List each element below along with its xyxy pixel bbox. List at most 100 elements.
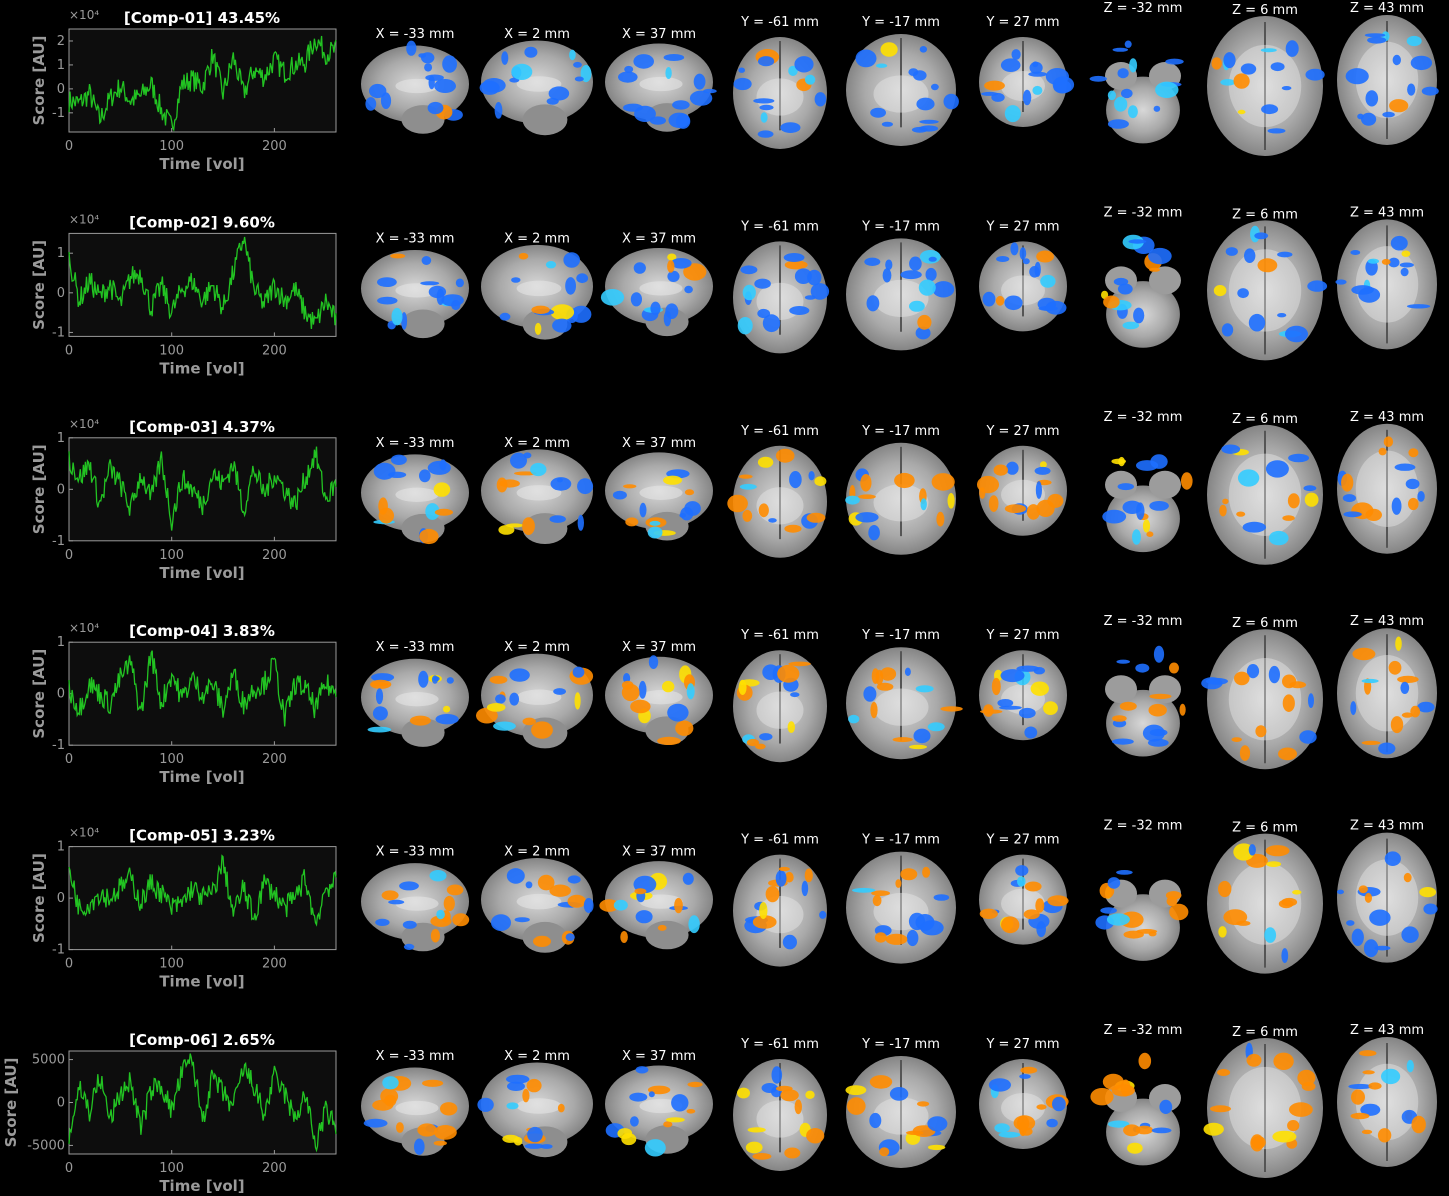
negative-blob [1045, 300, 1067, 315]
slice-label: X = -33 mm [376, 1049, 455, 1064]
slice-label: Z = -32 mm [1104, 819, 1183, 834]
positive-blob [755, 743, 766, 750]
positive-blob [531, 721, 553, 739]
negative-blob [556, 478, 563, 483]
positive-blob [498, 525, 515, 535]
negative-blob [1378, 742, 1396, 755]
negative-blob [491, 914, 511, 931]
negative-blob [1032, 85, 1043, 95]
brain-slice: X = 2 mm [476, 640, 594, 749]
negative-blob [808, 471, 815, 481]
cerebellum [401, 718, 445, 747]
brain-slice: X = 37 mm [605, 640, 713, 746]
slice-label: Z = 6 mm [1232, 207, 1298, 222]
negative-blob [1406, 1059, 1414, 1073]
negative-blob [509, 692, 520, 706]
negative-blob [667, 703, 689, 722]
negative-blob [1343, 511, 1362, 518]
negative-blob [1018, 707, 1036, 719]
negative-blob [753, 98, 775, 104]
white-matter [756, 691, 804, 729]
negative-blob [1000, 58, 1021, 72]
negative-blob [1034, 261, 1041, 277]
negative-blob [663, 310, 672, 327]
positive-blob [599, 899, 619, 912]
positive-blob [1287, 1120, 1300, 1132]
negative-blob [1205, 677, 1228, 685]
negative-blob [1153, 645, 1165, 663]
negative-blob [920, 498, 927, 511]
negative-blob [1390, 235, 1408, 251]
negative-blob [380, 92, 392, 109]
negative-blob [758, 56, 775, 67]
negative-blob [402, 920, 417, 929]
series-line [68, 446, 337, 531]
positive-blob [663, 475, 683, 485]
positive-blob [476, 707, 498, 724]
negative-blob [919, 119, 939, 124]
negative-blob [1407, 83, 1416, 96]
negative-blob [482, 78, 506, 93]
negative-blob [671, 1094, 689, 1112]
negative-blob [477, 1097, 494, 1112]
slice-label: Y = -17 mm [861, 219, 940, 234]
negative-blob [1223, 52, 1236, 69]
cerebellum [645, 920, 689, 950]
positive-blob [1118, 456, 1125, 467]
positive-blob [1213, 285, 1227, 297]
negative-blob [928, 256, 937, 262]
negative-blob [1150, 454, 1168, 469]
white-matter [395, 896, 439, 911]
negative-blob [916, 97, 935, 111]
negative-blob [428, 285, 447, 299]
positive-blob [409, 715, 431, 726]
negative-blob [367, 726, 392, 733]
negative-blob [1367, 258, 1380, 264]
negative-blob [814, 92, 827, 107]
white-matter [1228, 249, 1302, 332]
positive-blob [1112, 715, 1127, 722]
positive-blob [845, 1085, 867, 1095]
temporal-lobe [1149, 675, 1181, 704]
negative-blob [1117, 283, 1133, 295]
white-matter [395, 1100, 439, 1116]
x-tick-label: 200 [262, 957, 287, 972]
negative-blob [1022, 89, 1032, 106]
negative-blob [382, 1076, 399, 1090]
positive-blob [1383, 436, 1394, 448]
negative-blob [783, 253, 805, 262]
negative-blob [441, 294, 464, 307]
negative-blob [1015, 865, 1029, 876]
positive-blob [422, 1079, 444, 1087]
negative-blob [442, 55, 457, 73]
brain-slice: Z = 6 mm [1207, 3, 1325, 156]
negative-blob [371, 673, 395, 682]
negative-blob [618, 71, 638, 83]
negative-blob [1364, 33, 1386, 38]
positive-blob [787, 721, 795, 733]
positive-blob [1148, 703, 1167, 717]
positive-blob [567, 894, 587, 908]
y-tick-label: -1 [52, 325, 65, 340]
positive-blob [847, 1097, 866, 1115]
positive-blob [1211, 57, 1222, 70]
positive-blob [1024, 881, 1042, 892]
negative-blob [1221, 444, 1241, 454]
positive-blob [1043, 701, 1058, 715]
slice-label: X = 2 mm [504, 27, 570, 42]
x-tick-label: 100 [159, 139, 184, 154]
negative-blob [739, 483, 757, 490]
positive-blob [433, 1140, 447, 1146]
positive-blob [526, 1078, 542, 1093]
negative-blob [1135, 663, 1150, 673]
positive-blob [1358, 885, 1368, 894]
brain-slice: X = -33 mm [361, 640, 469, 747]
negative-blob [885, 259, 893, 271]
negative-blob [401, 312, 408, 330]
x-tick-label: 100 [159, 752, 184, 767]
positive-blob [1047, 493, 1064, 508]
negative-blob [1406, 304, 1431, 309]
x-tick-label: 200 [262, 139, 287, 154]
positive-blob [871, 890, 890, 896]
